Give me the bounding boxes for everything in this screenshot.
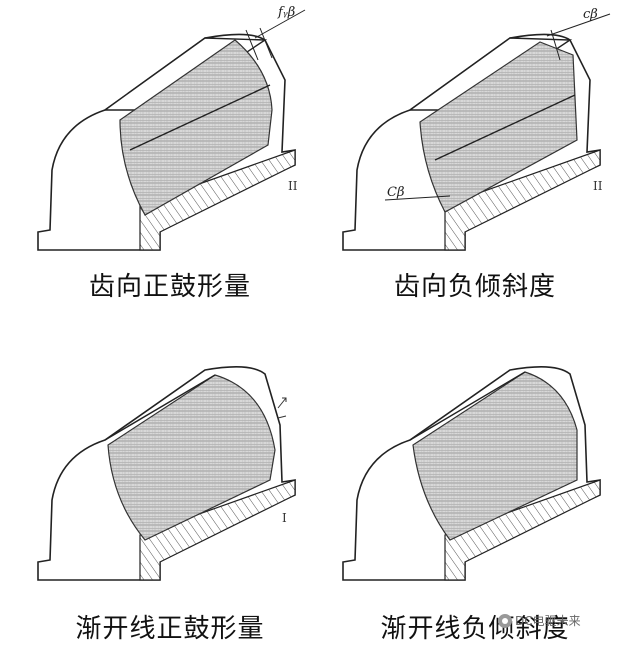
caption-lead-slope: 齿向负倾斜度 bbox=[393, 272, 556, 302]
dimension-tick-right bbox=[259, 27, 273, 59]
flank-diagonal bbox=[434, 94, 576, 161]
dimension-tick-top bbox=[550, 29, 561, 61]
section-marker: II bbox=[593, 179, 603, 193]
dimension-tick-left bbox=[245, 29, 259, 61]
panel-3: I 渐开线正鼓形量 bbox=[20, 330, 320, 644]
section-marker: II bbox=[288, 179, 298, 193]
slope-annotation-side: Cβ bbox=[387, 185, 404, 200]
panel-1: fᵧβ II 齿向正鼓形量 bbox=[20, 0, 320, 302]
panel-4: 渐开线负倾斜度 bbox=[325, 330, 625, 644]
caption-lead-crowning: 齿向正鼓形量 bbox=[88, 272, 251, 302]
tip-edge bbox=[104, 374, 216, 441]
wechat-icon bbox=[498, 613, 512, 628]
dimension-line bbox=[254, 9, 306, 39]
dimension-line-side bbox=[384, 195, 451, 201]
tooth-root-hatch bbox=[444, 479, 601, 581]
tooth-root-hatch bbox=[444, 149, 601, 251]
caption-profile-slope: 渐开线负倾斜度 bbox=[380, 614, 570, 644]
tooth-diagram-profile-crowning: I bbox=[37, 366, 296, 581]
tip-edge bbox=[409, 371, 526, 441]
tooth-root-hatch bbox=[139, 479, 296, 581]
caption-profile-crowning: 渐开线正鼓形量 bbox=[75, 614, 265, 644]
tooth-diagram-profile-slope bbox=[342, 366, 601, 581]
flank-contact-area bbox=[419, 41, 578, 213]
panel-2: cβ Cβ II 齿向负倾斜度 bbox=[325, 0, 625, 302]
tooth-diagram-lead-slope: cβ Cβ II bbox=[342, 7, 611, 251]
tooth-diagram-lead-crowning: fᵧβ II bbox=[37, 5, 306, 251]
section-marker: I bbox=[282, 511, 287, 525]
watermark-text: DC电驱未来 bbox=[515, 614, 581, 628]
arrow-mark bbox=[277, 397, 287, 419]
watermark: DC电驱未来 bbox=[498, 612, 581, 629]
flank-contact-area bbox=[412, 371, 578, 541]
flank-diagonal bbox=[129, 84, 271, 151]
dimension-line-top bbox=[546, 13, 611, 37]
slope-annotation-top: cβ bbox=[583, 7, 598, 22]
crowning-annotation: fᵧβ bbox=[277, 5, 295, 20]
flank-contact-area bbox=[107, 374, 276, 541]
tooth-root-hatch bbox=[139, 149, 296, 251]
flank-contact-area bbox=[119, 39, 273, 216]
